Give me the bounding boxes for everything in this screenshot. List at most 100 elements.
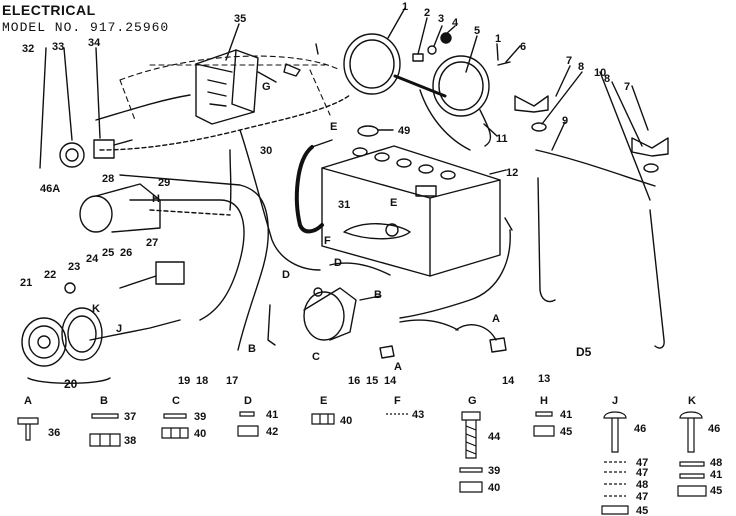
callout: 14 bbox=[502, 375, 515, 387]
callout: D bbox=[334, 257, 342, 269]
horn-assembly bbox=[21, 307, 103, 367]
callout: 24 bbox=[86, 253, 99, 265]
callout: 14 bbox=[384, 375, 397, 387]
part-number: 40 bbox=[194, 428, 206, 440]
fastener-letter: A bbox=[24, 395, 32, 407]
callout: 3 bbox=[438, 13, 444, 25]
fastener-letter: E bbox=[320, 395, 327, 407]
callout: 4 bbox=[452, 17, 459, 29]
callout: 49 bbox=[398, 125, 410, 137]
fastener-legend bbox=[17, 411, 707, 515]
callout: 34 bbox=[88, 37, 101, 49]
part-number: 45 bbox=[710, 485, 722, 497]
fastener-letters: A B C D E F G H J K bbox=[24, 395, 696, 407]
callout: C bbox=[312, 351, 320, 363]
fastener-letter: B bbox=[100, 395, 108, 407]
callout: F bbox=[324, 235, 331, 247]
callout: 19 bbox=[178, 375, 190, 387]
callout: K bbox=[92, 303, 100, 315]
starter-solenoid bbox=[303, 287, 357, 341]
headlight-right bbox=[432, 55, 490, 117]
callout: 22 bbox=[44, 269, 56, 281]
fastener-letter: G bbox=[468, 395, 477, 407]
callout: 8 bbox=[604, 73, 610, 85]
hour-meter bbox=[79, 183, 161, 233]
part-number: 47 bbox=[636, 457, 648, 469]
fastener-part-numbers: 36 37 38 39 40 41 42 40 43 44 39 40 41 4… bbox=[48, 409, 722, 516]
callout: 26 bbox=[120, 247, 132, 259]
callout: 13 bbox=[538, 373, 550, 385]
callout: 27 bbox=[146, 237, 158, 249]
callout: E bbox=[330, 121, 337, 133]
callout: 23 bbox=[68, 261, 80, 273]
callout: 29 bbox=[158, 177, 170, 189]
fastener-letter: F bbox=[394, 395, 401, 407]
callout: 2 bbox=[424, 7, 430, 19]
part-number: 38 bbox=[124, 435, 136, 447]
fastener-letter: K bbox=[688, 395, 696, 407]
grommet bbox=[357, 125, 379, 137]
part-number: 47 bbox=[636, 491, 648, 503]
callout: 15 bbox=[366, 375, 378, 387]
part-number: 41 bbox=[710, 469, 722, 481]
callout: 17 bbox=[226, 375, 238, 387]
headlight-left bbox=[343, 33, 401, 95]
callout: D bbox=[282, 269, 290, 281]
part-number: 40 bbox=[340, 415, 352, 427]
part-number: 48 bbox=[636, 479, 648, 491]
callout: 18 bbox=[196, 375, 208, 387]
callout: 25 bbox=[102, 247, 114, 259]
part-number: 42 bbox=[266, 426, 278, 438]
callout: 8 bbox=[578, 61, 584, 73]
callout: 33 bbox=[52, 41, 64, 53]
relay-module bbox=[195, 49, 259, 125]
diagram-title: ELECTRICAL bbox=[2, 2, 96, 18]
callout: 7 bbox=[624, 81, 630, 93]
callout: 6 bbox=[520, 41, 526, 53]
part-number: 37 bbox=[124, 411, 136, 423]
callout: 1 bbox=[402, 1, 408, 13]
part-number: 47 bbox=[636, 467, 648, 479]
callout: 7 bbox=[566, 55, 572, 67]
callout: 10 bbox=[594, 67, 606, 79]
callout: 21 bbox=[20, 277, 32, 289]
callout: A bbox=[394, 361, 402, 373]
callout: G bbox=[262, 81, 271, 93]
callout: H bbox=[152, 193, 160, 205]
wing-nut bbox=[514, 95, 669, 157]
callout: 46A bbox=[40, 183, 60, 195]
callout: 11 bbox=[496, 133, 508, 145]
part-number: 44 bbox=[488, 431, 501, 443]
callout: 31 bbox=[338, 199, 350, 211]
callout: J bbox=[116, 323, 122, 335]
callout: 5 bbox=[474, 25, 480, 37]
part-number: 46 bbox=[708, 423, 720, 435]
callout: 35 bbox=[234, 13, 246, 25]
callout: 20 bbox=[64, 377, 78, 391]
part-number: 45 bbox=[560, 426, 572, 438]
callout: 1 bbox=[495, 33, 501, 45]
callout: 9 bbox=[562, 115, 568, 127]
part-number: 39 bbox=[194, 411, 206, 423]
part-number: 48 bbox=[710, 457, 722, 469]
part-number: 45 bbox=[636, 505, 648, 516]
part-number: 46 bbox=[634, 423, 646, 435]
callout: A bbox=[492, 313, 500, 325]
fastener-letter: H bbox=[540, 395, 548, 407]
part-number: 36 bbox=[48, 427, 60, 439]
part-number: 41 bbox=[266, 409, 278, 421]
part-number: 41 bbox=[560, 409, 572, 421]
part-number: 39 bbox=[488, 465, 500, 477]
callout: E bbox=[390, 197, 397, 209]
battery bbox=[321, 145, 501, 277]
part-number: 40 bbox=[488, 482, 500, 494]
model-number: MODEL NO. 917.25960 bbox=[2, 20, 170, 35]
callout: 16 bbox=[348, 375, 360, 387]
callout: B bbox=[248, 343, 256, 355]
callout: B bbox=[374, 289, 382, 301]
drawing-code: D5 bbox=[576, 345, 592, 359]
part-number: 43 bbox=[412, 409, 424, 421]
callout: 30 bbox=[260, 145, 272, 157]
callout: 12 bbox=[506, 167, 518, 179]
